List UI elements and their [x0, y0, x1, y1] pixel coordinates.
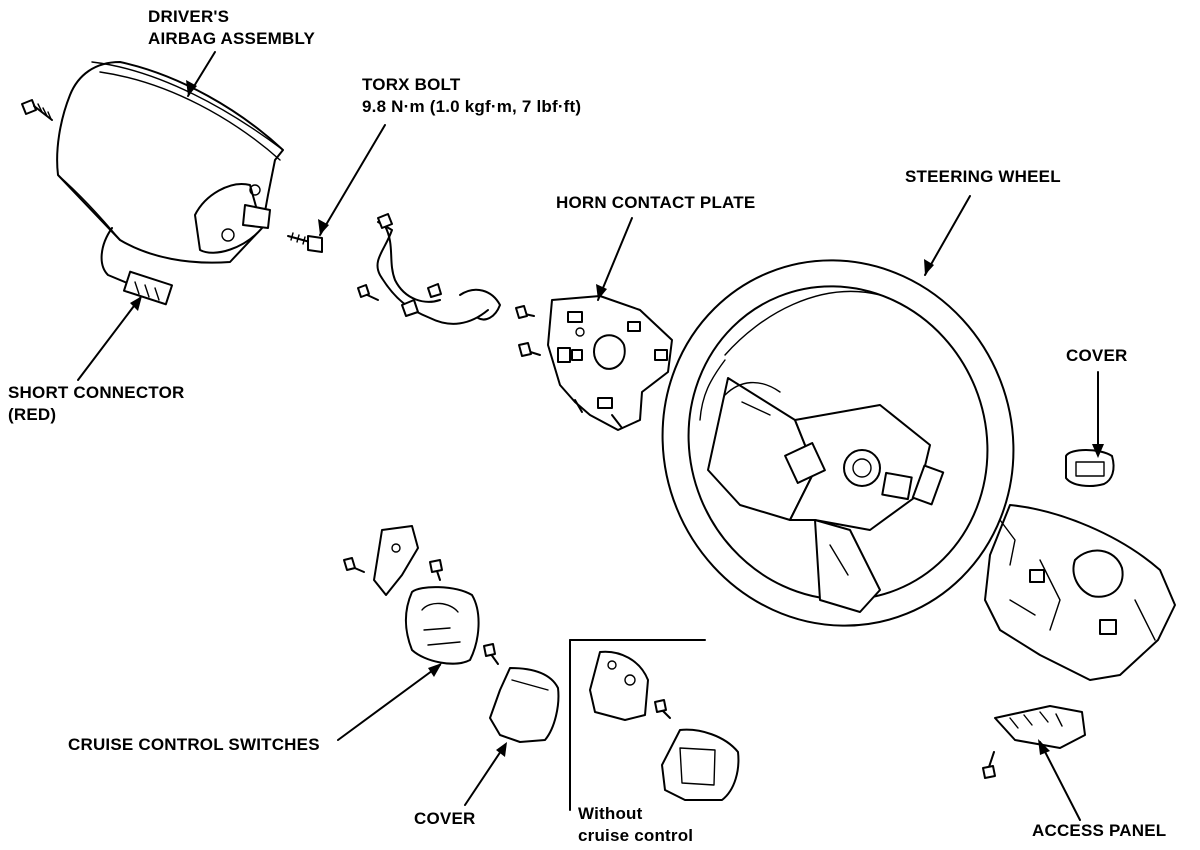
cover-bottom-label: COVER: [414, 809, 476, 828]
arrow-cover-bottom: [464, 744, 506, 806]
cover-right-part: [1065, 449, 1115, 487]
wire-harness: [357, 213, 501, 325]
without-cruise-control-inset: [569, 639, 740, 811]
leader-arrows: [77, 51, 1104, 821]
without-cruise-control-label: Without cruise control: [578, 803, 693, 847]
arrow-cruise: [337, 664, 441, 741]
horn-contact-plate-label: HORN CONTACT PLATE: [556, 193, 756, 212]
torx-bolt: [287, 232, 323, 253]
airbag-label-line1: DRIVER'S: [148, 7, 230, 26]
airbag-label: DRIVER'S AIRBAG ASSEMBLY: [148, 6, 315, 50]
without-cruise-control-line2: cruise control: [578, 826, 694, 845]
cruise-control-switches-label: CRUISE CONTROL SWITCHES: [68, 735, 320, 754]
access-panel: [982, 705, 1086, 779]
horn-contact-plate: [515, 295, 673, 431]
arrow-torx: [319, 124, 386, 236]
airbag-label-line2: AIRBAG ASSEMBLY: [148, 29, 316, 48]
cover-bottom-part: [483, 643, 560, 743]
steering-wheel-label: STEERING WHEEL: [905, 167, 1061, 186]
steering-wheel-rear-cover: [984, 504, 1176, 681]
arrow-short-connector: [77, 297, 141, 381]
driver-airbag-assembly: [56, 61, 284, 306]
access-panel-label: ACCESS PANEL: [1032, 821, 1167, 840]
without-cruise-control-line1: Without: [578, 804, 643, 823]
steering-wheel: [661, 259, 1015, 627]
short-connector-label-line2: (RED): [8, 405, 57, 424]
arrow-horn: [597, 217, 633, 301]
airbag-bolt-left: [21, 99, 53, 121]
torx-bolt-torque: 9.8 N·m (1.0 kgf·m, 7 lbf·ft): [362, 97, 582, 116]
short-connector-label-line1: SHORT CONNECTOR: [8, 383, 185, 402]
cruise-control-switches: [343, 525, 480, 665]
torx-bolt-label-line1: TORX BOLT: [362, 75, 461, 94]
short-connector-label: SHORT CONNECTOR (RED): [8, 382, 184, 426]
arrow-access-panel: [1039, 741, 1081, 821]
cover-right-label: COVER: [1066, 346, 1128, 365]
arrow-steering-wheel: [924, 195, 971, 276]
torx-bolt-label: TORX BOLT 9.8 N·m (1.0 kgf·m, 7 lbf·ft): [362, 74, 581, 118]
